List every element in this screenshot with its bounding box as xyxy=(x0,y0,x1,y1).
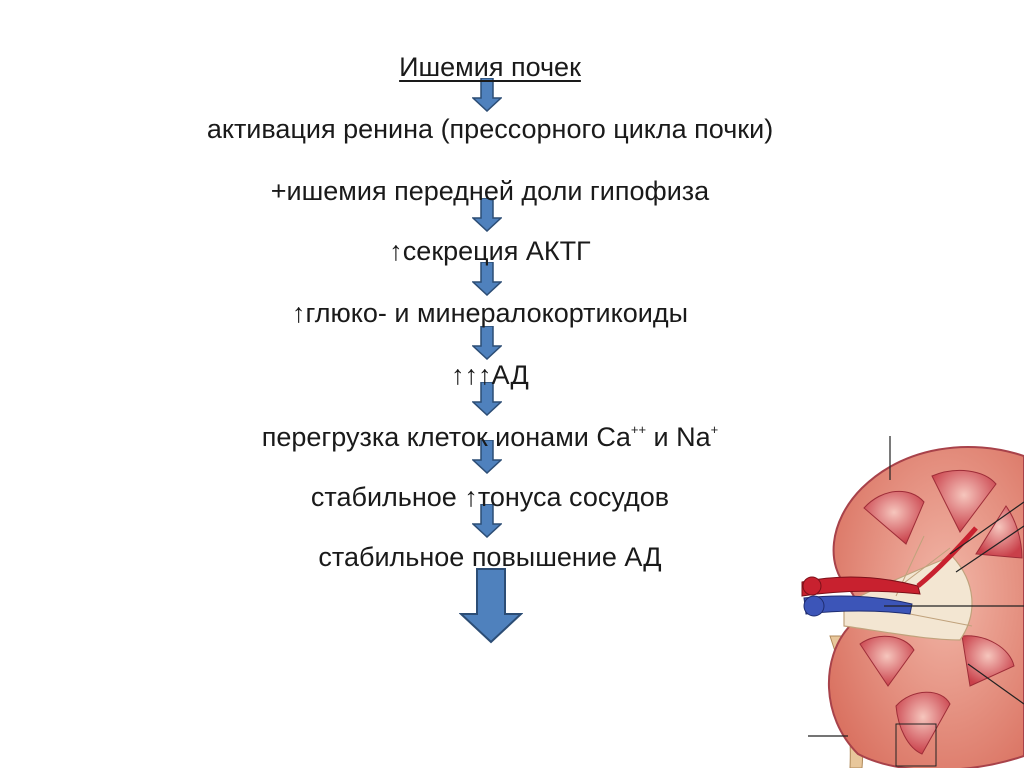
step-renin-activation: активация ренина (прессорного цикла почк… xyxy=(206,114,774,144)
down-arrow-icon xyxy=(472,262,502,296)
step-vascular-tone: стабильное ↑тонуса сосудов xyxy=(310,482,670,512)
down-arrow-icon xyxy=(472,440,502,474)
step-pituitary-ischemia: +ишемия передней доли гипофиза xyxy=(270,176,710,206)
calcium-charge: ++ xyxy=(630,422,647,437)
step-corticoids: ↑глюко- и минералокортикоиды xyxy=(291,298,689,328)
step-stable-hypertension: стабильное повышение АД xyxy=(318,542,662,572)
down-arrow-icon xyxy=(472,78,502,112)
diagram-title: Ишемия почек xyxy=(399,52,581,82)
down-arrow-icon xyxy=(472,198,502,232)
kidney-illustration xyxy=(801,436,1024,768)
ion-overload-text-sodium: и Na xyxy=(646,422,711,452)
step-acth-secretion: ↑секреция АКТГ xyxy=(389,236,591,266)
sodium-charge: + xyxy=(710,422,719,437)
step-blood-pressure-rise: ↑↑↑АД xyxy=(451,360,529,390)
down-arrow-icon xyxy=(472,382,502,416)
ion-overload-text: перегрузка клеток ионами Ca xyxy=(261,422,631,452)
down-arrow-icon xyxy=(472,326,502,360)
down-arrow-icon xyxy=(472,504,502,538)
step-ion-overload: перегрузка клеток ионами Ca++ и Na+ xyxy=(0,420,980,454)
large-down-arrow-icon xyxy=(459,568,523,644)
